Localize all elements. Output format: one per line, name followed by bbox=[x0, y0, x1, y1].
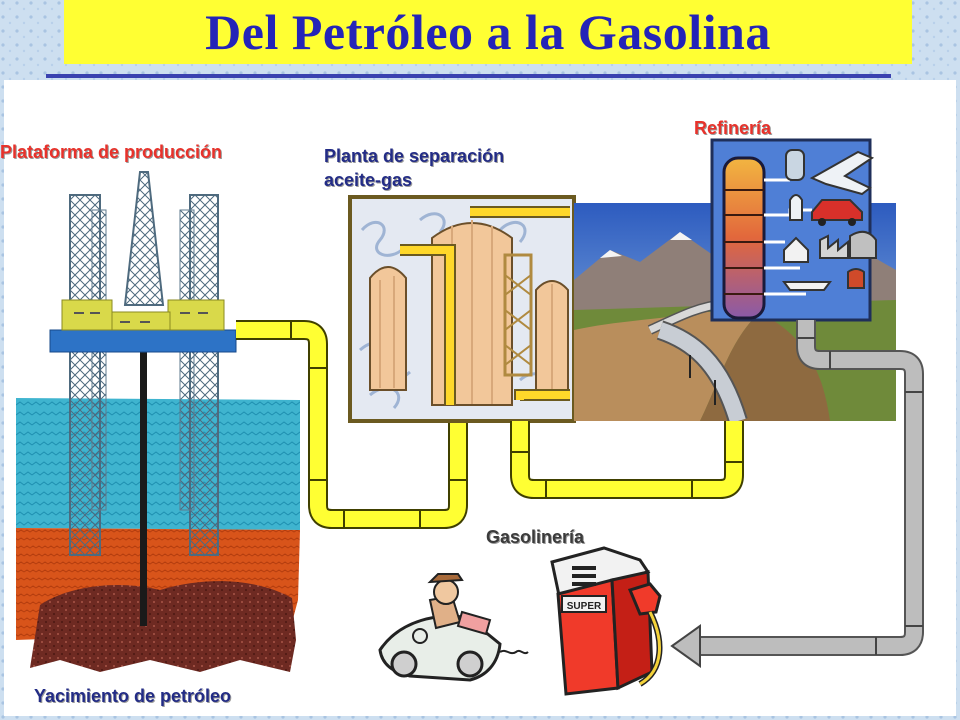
separation-plant-icon bbox=[348, 195, 576, 423]
pipe-separation-to-refinery bbox=[510, 421, 744, 499]
sea-and-reservoir bbox=[16, 398, 300, 672]
page-title: Del Petróleo a la Gasolina bbox=[205, 4, 771, 60]
label-separation-plant-line2: aceite-gas bbox=[324, 170, 413, 190]
title-underline bbox=[46, 74, 891, 78]
driver-car-icon bbox=[378, 573, 529, 682]
pipe-rig-to-separation bbox=[236, 320, 468, 529]
oil-rig-icon bbox=[49, 171, 237, 626]
refinery-icon bbox=[710, 138, 877, 322]
label-refinery: Refinería bbox=[694, 118, 772, 138]
gas-pump-icon: SUPER bbox=[550, 546, 663, 696]
pipe-refinery-to-gas-station bbox=[670, 320, 924, 668]
pump-badge-text: SUPER bbox=[567, 601, 602, 612]
label-separation-plant-line1: Planta de separación bbox=[324, 146, 505, 166]
label-production-platform: Plataforma de producción bbox=[0, 142, 223, 162]
label-oil-reservoir: Yacimiento de petróleo bbox=[34, 686, 232, 706]
label-gas-station: Gasolinería bbox=[486, 527, 585, 547]
title-banner: Del Petróleo a la Gasolina bbox=[64, 0, 912, 64]
